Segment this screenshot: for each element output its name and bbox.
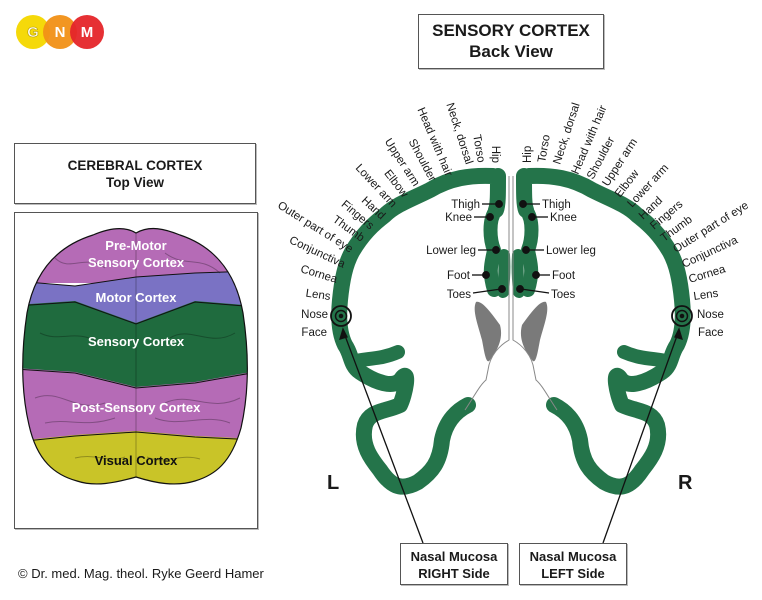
nasal-mucosa-right-box: Nasal Mucosa RIGHT Side (400, 543, 508, 585)
label-lower-leg-left: Lower leg (426, 245, 476, 257)
nasal-left-line1: Nasal Mucosa (529, 549, 617, 564)
nasal-right-line1: Nasal Mucosa (410, 549, 498, 564)
nasal-left-line2: LEFT Side (541, 566, 605, 581)
label-face-right: Face (698, 327, 724, 339)
label-torso-left: Torso (470, 134, 487, 164)
nasal-mucosa-left-box: Nasal Mucosa LEFT Side (519, 543, 627, 585)
sensory-title-line1: SENSORY CORTEX (432, 21, 590, 40)
label-toes-left: Toes (447, 289, 472, 301)
label-hip-right: Hip (522, 146, 534, 163)
copyright-footer: © Dr. med. Mag. theol. Ryke Geerd Hamer (18, 566, 264, 581)
label-thigh-left: Thigh (451, 199, 480, 211)
cerebral-cortex-title-box: CEREBRAL CORTEX Top View (14, 143, 256, 204)
cerebral-title-line1: CEREBRAL CORTEX (67, 158, 203, 173)
midline-outline (464, 176, 558, 411)
region-motor (22, 271, 248, 325)
label-pre-motor-line2: Sensory Cortex (88, 255, 185, 270)
label-lens-right: Lens (693, 288, 720, 303)
right-side-label: R (678, 472, 693, 494)
label-foot-left: Foot (447, 270, 471, 282)
label-nose-left: Nose (301, 309, 328, 321)
left-side-label: L (327, 472, 340, 494)
label-cornea-left: Cornea (299, 263, 339, 286)
label-motor-cortex: Motor Cortex (96, 290, 178, 305)
cerebral-title-line2: Top View (105, 175, 164, 190)
gnm-logo: G N M (16, 15, 106, 51)
label-hip-left: Hip (489, 146, 501, 163)
label-thigh-right: Thigh (542, 199, 571, 211)
top-view-brain: Pre-Motor Sensory Cortex Motor Cortex Se… (22, 227, 248, 485)
label-sensory-cortex: Sensory Cortex (88, 334, 185, 349)
label-post-sensory-cortex: Post-Sensory Cortex (72, 400, 201, 415)
label-nose-right: Nose (697, 309, 724, 321)
left-medial-markers (472, 200, 506, 294)
right-target-icon (671, 305, 693, 327)
region-sensory (22, 301, 248, 388)
sensory-cortex-title-box: SENSORY CORTEX Back View (418, 14, 604, 69)
right-medial-markers (516, 200, 550, 294)
nasal-right-line2: RIGHT Side (418, 566, 490, 581)
top-view-panel: Pre-Motor Sensory Cortex Motor Cortex Se… (14, 212, 258, 529)
label-lower-leg-right: Lower leg (546, 245, 596, 257)
medial-labels: Thigh Knee Lower leg Foot Toes Thigh Kne… (426, 199, 596, 301)
label-torso-right: Torso (536, 134, 553, 164)
right-ventricle (520, 301, 548, 362)
label-face-left: Face (301, 327, 327, 339)
label-neck-left: Neck, dorsal (443, 101, 474, 166)
left-ventricle (474, 301, 502, 362)
label-pre-motor: Pre-Motor (105, 238, 166, 253)
label-lens-left: Lens (305, 288, 332, 303)
label-knee-left: Knee (445, 212, 472, 224)
label-toes-right: Toes (551, 289, 576, 301)
left-target-icon (330, 305, 352, 327)
region-post-sensory (22, 368, 248, 443)
label-foot-right: Foot (552, 270, 576, 282)
sensory-title-line2: Back View (469, 42, 553, 61)
label-visual-cortex: Visual Cortex (95, 453, 179, 468)
left-pointer-line (339, 327, 424, 544)
label-knee-right: Knee (550, 212, 577, 224)
logo-circle-m: M (70, 15, 104, 49)
right-pointer-line (602, 327, 683, 544)
